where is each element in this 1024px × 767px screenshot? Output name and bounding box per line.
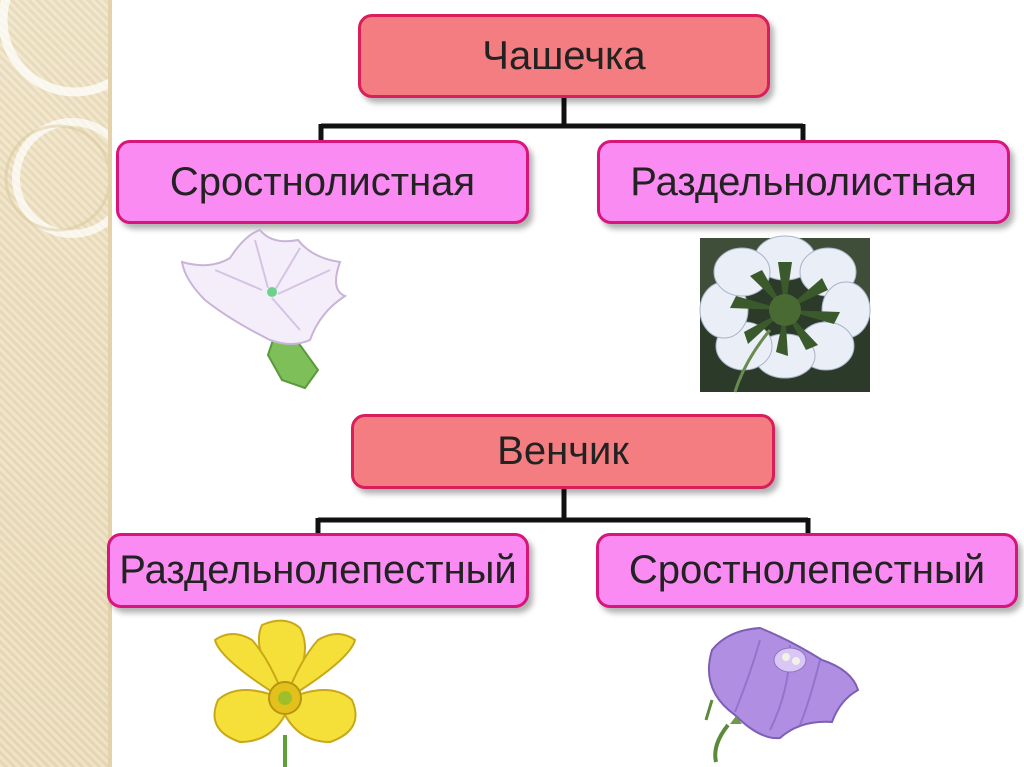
yellow-buttercup-icon <box>213 619 357 767</box>
corolla-fused-label: Сростнолепестный <box>628 548 986 592</box>
calyx-fused-box: Сростнолистная <box>116 140 529 224</box>
corolla-title: Венчик <box>497 429 629 473</box>
calyx-separate-label: Раздельнолистная <box>630 159 977 204</box>
purple-bellflower-icon <box>704 626 860 763</box>
corolla-fused-box: Сростнолепестный <box>596 533 1018 608</box>
corolla-title-box: Венчик <box>351 414 775 489</box>
calyx-separate-box: Раздельнолистная <box>597 140 1010 224</box>
corolla-separate-box: Раздельнолепестный <box>107 533 529 608</box>
calyx-title-box: Чашечка <box>358 14 770 98</box>
white-trumpet-flower-icon <box>180 228 348 390</box>
flower-sepals-photo-icon <box>699 235 871 393</box>
calyx-fused-label: Сростнолистная <box>169 159 476 204</box>
corolla-separate-label: Раздельнолепестный <box>119 548 517 592</box>
calyx-title: Чашечка <box>482 33 646 78</box>
side-decoration <box>0 0 112 767</box>
